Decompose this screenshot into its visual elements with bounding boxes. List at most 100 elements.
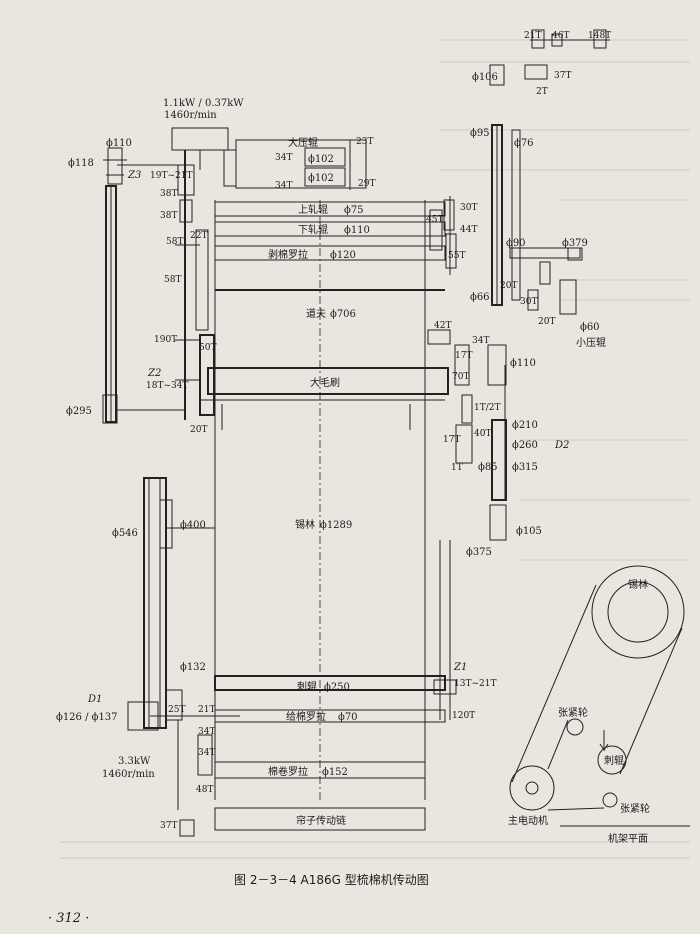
label-p546: ϕ546 <box>112 528 138 539</box>
label-p250: ϕ250 <box>324 682 350 693</box>
label-d1: D1 <box>87 694 102 705</box>
label-g34d: 34T <box>198 727 215 737</box>
machine-frame <box>214 200 426 800</box>
label-g17b: 17T <box>443 435 460 445</box>
label-g30: 30T <box>460 203 477 213</box>
label-g20a: 20T <box>500 281 517 291</box>
label-g19-21: 19T~21T <box>150 171 192 181</box>
top-motor-power: 1.1kW / 0.37kW <box>163 98 244 109</box>
doffer-belt-drive <box>487 124 521 541</box>
label-p60: ϕ60 <box>580 322 600 333</box>
label-p315: ϕ315 <box>512 462 538 473</box>
label-g55: 55T <box>448 251 465 261</box>
inset-label-tension-upper: 张紧轮 <box>558 706 588 719</box>
label-g1: 1T <box>451 463 463 473</box>
flat-drive-gears <box>489 29 610 86</box>
label-doffer: 道夫 <box>306 307 326 320</box>
label-p1289: ϕ1289 <box>320 520 352 531</box>
label-g40: 40T <box>474 429 491 439</box>
label-g34c: 34T <box>472 336 489 346</box>
label-p110-top: ϕ110 <box>106 138 132 149</box>
label-cylinder: 锡林 <box>295 518 315 531</box>
label-big-roller: 大压辊 <box>288 136 318 149</box>
label-g20-bottom: 20T <box>190 425 207 435</box>
bleed-through-background <box>60 39 690 859</box>
left-gear-column <box>175 150 215 420</box>
label-g23: 23T <box>356 137 373 147</box>
label-motor-main-rpm: 1460r/min <box>102 769 155 780</box>
label-g120: 120T <box>452 711 475 721</box>
label-g2: 2T <box>536 87 548 97</box>
label-g42: 42T <box>434 321 451 331</box>
label-p706: ϕ706 <box>330 309 356 320</box>
inset-label-tension-lower: 张紧轮 <box>620 802 650 815</box>
top-motor-rpm: 1460r/min <box>164 110 217 121</box>
label-motor-main: 3.3kW <box>118 756 151 767</box>
label-g22: 22T <box>190 231 207 241</box>
label-feed-roll: 给棉罗拉 <box>286 710 326 723</box>
label-brush: 大毛刷 <box>310 376 340 389</box>
label-stripping-roller: 剥棉罗拉 <box>268 248 308 261</box>
label-p260: ϕ260 <box>512 440 538 451</box>
inset-label-lickerin: 刺辊 <box>604 754 624 767</box>
label-g38b: 38T <box>160 211 177 221</box>
main-motor-group <box>127 689 240 837</box>
page-number: · 312 · <box>48 911 89 926</box>
label-g58: 58T <box>166 237 183 247</box>
label-z3: Z3 <box>127 170 141 181</box>
label-g58b: 58T <box>164 275 181 285</box>
feed-side-belt <box>433 540 457 720</box>
label-p70: ϕ70 <box>338 712 358 723</box>
label-p102a: ϕ102 <box>308 154 334 165</box>
label-upper-roll: 上轧辊 <box>298 203 328 216</box>
label-g46: 46T <box>552 31 569 41</box>
label-p102b: ϕ102 <box>308 173 334 184</box>
inset-label-cylinder: 锡林 <box>628 578 648 591</box>
label-z2: Z2 <box>147 368 161 379</box>
label-lickerin: 刺辊 <box>297 680 317 693</box>
label-g48: 48T <box>196 785 213 795</box>
label-g190: 190T <box>154 335 177 345</box>
right-roller-gears <box>427 196 473 464</box>
label-p106: ϕ106 <box>472 72 498 83</box>
label-g34e: 34T <box>198 748 215 758</box>
label-lower-roll: 下轧辊 <box>298 223 328 236</box>
label-p90: ϕ90 <box>506 238 526 249</box>
label-p105: ϕ105 <box>516 526 542 537</box>
label-p118: ϕ118 <box>68 158 94 169</box>
label-g37: 37T <box>160 821 177 831</box>
label-flat-chain: 帘子传动链 <box>296 814 346 827</box>
label-g148: 148T <box>588 31 611 41</box>
label-p379: ϕ379 <box>562 238 588 249</box>
label-p66: ϕ66 <box>470 292 490 303</box>
label-g21: 21T <box>198 705 215 715</box>
label-g34a: 34T <box>275 153 292 163</box>
inset-label-frame-plane: 机架平面 <box>608 832 648 845</box>
label-p210: ϕ210 <box>512 420 538 431</box>
label-g25: 25T <box>168 705 185 715</box>
label-p132: ϕ132 <box>180 662 206 673</box>
label-p126-137: ϕ126 / ϕ137 <box>56 712 118 723</box>
label-p375: ϕ375 <box>466 547 492 558</box>
label-p120: ϕ120 <box>330 250 356 261</box>
label-g30b: 30T <box>520 297 537 307</box>
label-g45: 45T <box>426 215 443 225</box>
label-d2: D2 <box>554 440 569 451</box>
label-p152: ϕ152 <box>322 767 348 778</box>
label-p95: ϕ95 <box>470 128 490 139</box>
label-g13-21: 13T~21T <box>454 679 496 689</box>
label-g18-34: 18T~34T <box>146 381 188 391</box>
label-p400: ϕ400 <box>180 520 206 531</box>
rollers <box>200 201 449 831</box>
label-g44: 44T <box>460 225 477 235</box>
inset-belt-schematic <box>509 565 690 827</box>
labels: 1.1kW / 0.37kW 1460r/min ϕ110 ϕ118 Z3 19… <box>56 31 650 845</box>
small-press-roller-group <box>509 247 583 315</box>
pressure-roller-block <box>235 139 367 190</box>
label-g1-2: 1T/2T <box>474 403 501 413</box>
label-p295: ϕ295 <box>66 406 92 417</box>
label-p85: ϕ85 <box>478 462 498 473</box>
label-p110-right: ϕ110 <box>510 358 536 369</box>
